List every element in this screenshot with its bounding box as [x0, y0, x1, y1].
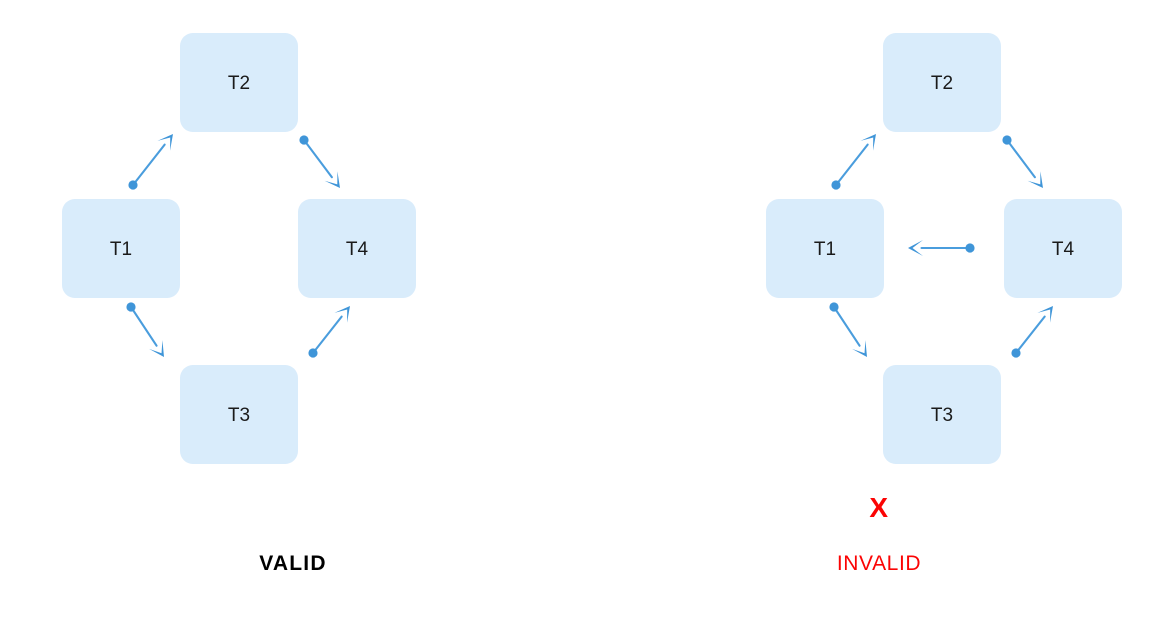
edge-t3-to-t4	[308, 306, 350, 358]
edge-t1-to-t2	[128, 134, 173, 190]
edge-source-dot	[308, 348, 318, 358]
edge-source-dot	[128, 180, 138, 190]
edge-source-dot	[829, 302, 839, 312]
edge-source-dot	[1002, 135, 1012, 145]
edge-source-dot	[831, 180, 841, 190]
edge-shaft	[311, 315, 343, 355]
edge-arrowhead	[1027, 171, 1043, 188]
task-node-box	[883, 33, 1001, 132]
task-node-t2[interactable]: T2	[883, 33, 1001, 132]
edge-shaft	[129, 305, 158, 347]
edge-t1-to-t2	[831, 134, 876, 190]
edge-source-dot	[299, 135, 309, 145]
task-node-label: T3	[228, 405, 250, 426]
verdict-label-invalid: INVALID	[836, 552, 922, 575]
task-node-label: T1	[814, 239, 836, 260]
task-node-box	[180, 365, 298, 464]
edge-shaft	[1014, 315, 1046, 355]
edge-t4-to-t1	[908, 240, 975, 256]
edge-shaft	[1005, 138, 1036, 179]
edge-arrowhead	[908, 240, 923, 256]
task-node-t4[interactable]: T4	[1004, 199, 1122, 298]
edge-shaft	[834, 143, 869, 187]
task-node-label: T3	[931, 405, 953, 426]
task-node-t1[interactable]: T1	[766, 199, 884, 298]
edge-arrowhead	[852, 340, 867, 357]
task-node-t3[interactable]: T3	[883, 365, 1001, 464]
edge-arrowhead	[149, 340, 164, 357]
task-node-label: T4	[346, 239, 369, 260]
task-node-label: T2	[228, 73, 250, 94]
edge-arrowhead	[860, 134, 876, 151]
edge-t2-to-t4	[299, 135, 340, 188]
task-node-box	[180, 33, 298, 132]
edge-t3-to-t4	[1011, 306, 1053, 358]
task-node-box	[1004, 199, 1122, 298]
edge-source-dot	[126, 302, 136, 312]
edge-shaft	[832, 305, 861, 347]
task-node-t1[interactable]: T1	[62, 199, 180, 298]
task-node-t4[interactable]: T4	[298, 199, 416, 298]
cross-mark-icon: X	[869, 492, 889, 523]
task-node-box	[883, 365, 1001, 464]
task-node-box	[62, 199, 180, 298]
task-node-label: T1	[110, 239, 132, 260]
edge-shaft	[131, 143, 166, 187]
task-node-label: T4	[1052, 239, 1075, 260]
task-node-box	[766, 199, 884, 298]
task-node-t2[interactable]: T2	[180, 33, 298, 132]
verdict-label-valid: VALID	[259, 552, 327, 575]
edge-source-dot	[965, 243, 975, 253]
task-node-label: T2	[931, 73, 953, 94]
edge-t1-to-t3	[126, 302, 164, 357]
edge-t2-to-t4	[1002, 135, 1043, 188]
edge-arrowhead	[324, 171, 340, 188]
edge-arrowhead	[1037, 306, 1053, 323]
edge-shaft	[302, 138, 333, 179]
task-node-t3[interactable]: T3	[180, 365, 298, 464]
task-node-box	[298, 199, 416, 298]
edge-t1-to-t3	[829, 302, 867, 357]
edge-source-dot	[1011, 348, 1021, 358]
edge-arrowhead	[334, 306, 350, 323]
edge-arrowhead	[157, 134, 173, 151]
